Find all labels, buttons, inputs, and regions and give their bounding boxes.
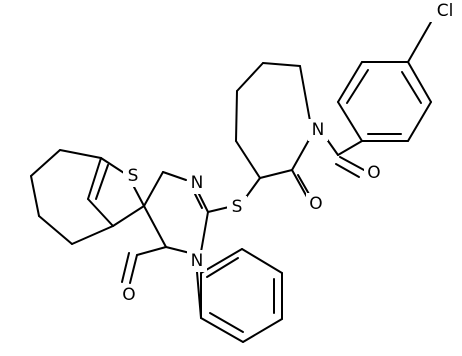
atom-label-n-pyrimidine: N xyxy=(191,173,204,193)
bond-55 xyxy=(206,257,239,278)
bond-25 xyxy=(197,191,209,213)
bond-36 xyxy=(100,157,125,174)
bond-18 xyxy=(236,62,264,92)
bond-41 xyxy=(59,149,102,159)
bond-32 xyxy=(136,246,167,256)
atom-label-o-lactam: O xyxy=(309,194,322,214)
atom-label-s-thioether: S xyxy=(232,197,243,217)
bond-16 xyxy=(235,140,261,179)
atom-label-n-phenyl: N xyxy=(191,251,204,271)
bond-47 xyxy=(200,317,244,343)
bond-34 xyxy=(121,252,130,283)
bond-1 xyxy=(407,61,432,103)
bond-15 xyxy=(259,169,293,179)
bond-24 xyxy=(207,206,230,213)
atom-label-o-pyrimidinone: O xyxy=(122,285,135,305)
atom-label-s-thiophene: S xyxy=(128,166,139,186)
bond-44 xyxy=(38,215,73,245)
atom-label-o-benzoyl: O xyxy=(367,163,380,183)
bond-7 xyxy=(401,71,422,104)
bond-51 xyxy=(200,248,243,274)
bond-14 xyxy=(291,137,311,171)
bond-29 xyxy=(165,246,191,254)
bond-38 xyxy=(87,198,114,227)
atom-label-layer: Cl O N O S S N N xyxy=(119,0,460,306)
bond-5 xyxy=(337,61,363,103)
bond-2 xyxy=(407,101,432,142)
bond-45 xyxy=(71,225,114,245)
bond-40 xyxy=(95,164,109,200)
bond-19 xyxy=(262,62,301,67)
atom-n-phenyl: N xyxy=(187,250,207,272)
bond-48 xyxy=(242,318,283,343)
bond-20 xyxy=(299,65,311,122)
bond-31 xyxy=(194,193,203,209)
bond-28 xyxy=(143,205,167,248)
bond-9 xyxy=(346,69,369,104)
atom-o-benzoyl: O xyxy=(364,162,384,184)
bond-4 xyxy=(337,101,363,142)
bond-17 xyxy=(235,90,238,142)
bond-53 xyxy=(209,312,244,333)
atom-s-thioether: S xyxy=(227,196,247,218)
bond-35 xyxy=(133,186,145,207)
atom-o-lactam: O xyxy=(306,193,326,215)
bond-27 xyxy=(143,171,164,207)
atom-cl: Cl xyxy=(430,0,460,22)
bond-39 xyxy=(112,205,145,227)
bond-26 xyxy=(162,171,187,181)
bond-42 xyxy=(30,149,61,177)
bond-43 xyxy=(30,175,40,217)
atom-s-thiophene: S xyxy=(123,165,143,187)
atom-label-n-azepane: N xyxy=(312,120,325,140)
bond-37 xyxy=(87,157,102,200)
bond-12 xyxy=(339,156,365,171)
bond-0 xyxy=(407,21,432,63)
atom-n-pyrimidine: N xyxy=(187,172,207,194)
bond-50 xyxy=(241,248,283,274)
atom-o-pyrimidinone: O xyxy=(119,284,139,306)
bond-10 xyxy=(337,140,363,156)
bond-13 xyxy=(335,163,360,178)
atom-n-azepane: N xyxy=(308,119,328,141)
bond-21 xyxy=(291,169,308,198)
atom-label-cl: Cl xyxy=(437,1,454,21)
bond-33 xyxy=(129,254,138,284)
